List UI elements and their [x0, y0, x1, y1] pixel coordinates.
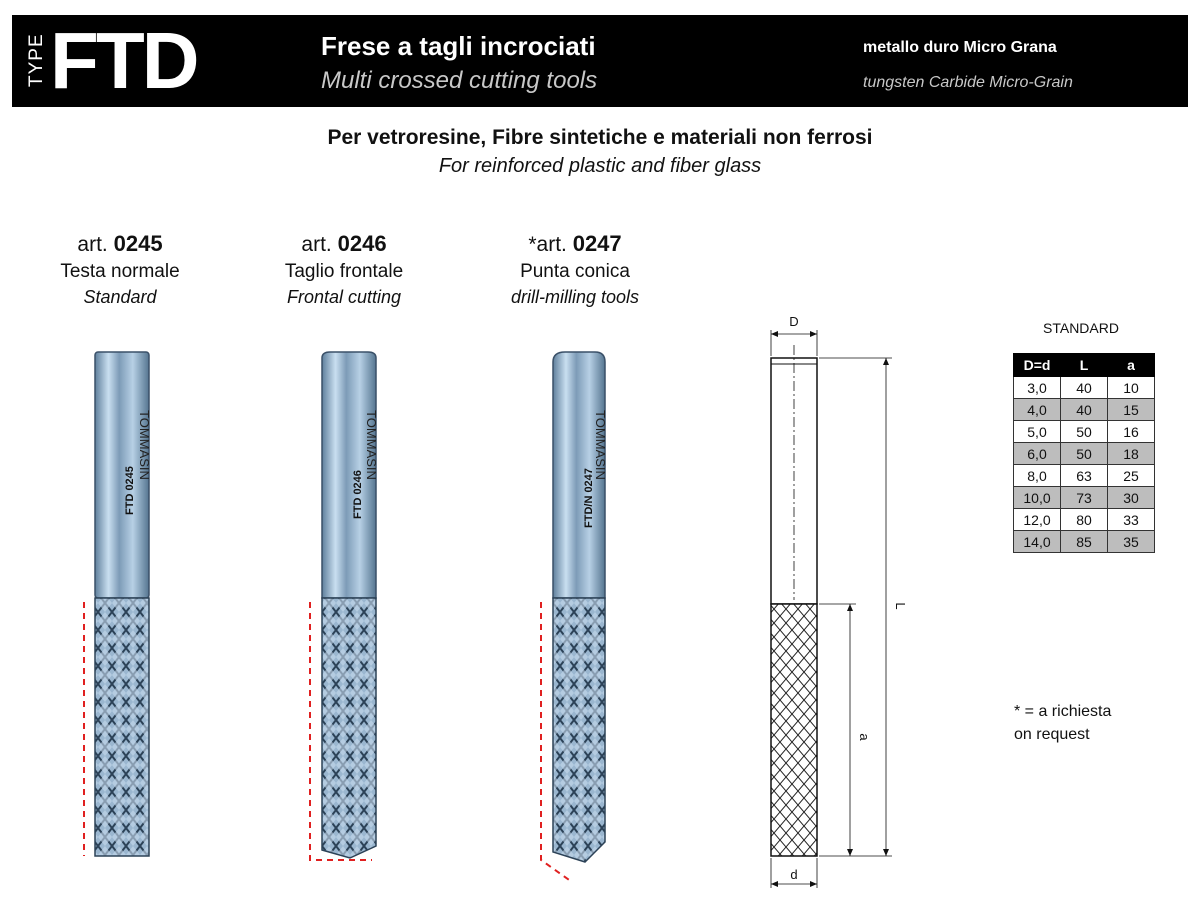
dim-L-label: L	[893, 602, 908, 609]
cell-length: 40	[1060, 376, 1108, 399]
cell-cutting-length: 10	[1107, 376, 1155, 399]
article-name-italian: Punta conica	[520, 261, 630, 282]
cell-diameter: 6,0	[1013, 442, 1061, 465]
header-band: TYPE FTD Frese a tagli incrociati Multi …	[12, 15, 1188, 107]
cell-length: 85	[1060, 530, 1108, 553]
material-english: tungsten Carbide Micro-Grain	[863, 74, 1073, 91]
cell-length: 50	[1060, 442, 1108, 465]
on-request-note: * = a richiesta on request	[1014, 700, 1111, 746]
dim-d-label: d	[790, 867, 797, 882]
table-header-row: D=d L a	[1013, 353, 1155, 377]
article-code: 0246	[337, 231, 387, 256]
drawing-cutting-part	[770, 603, 818, 857]
dim-a-label: a	[857, 733, 872, 741]
cell-diameter: 3,0	[1013, 376, 1061, 399]
cell-length: 80	[1060, 508, 1108, 531]
brand-logo: TOMMASIN	[137, 410, 152, 480]
cell-diameter: 10,0	[1013, 486, 1061, 509]
tool-cutting-part	[552, 597, 606, 863]
cell-diameter: 12,0	[1013, 508, 1061, 531]
tool-marking: FTD 0246	[352, 470, 364, 519]
article-name-english: Frontal cutting	[286, 287, 402, 307]
cell-cutting-length: 18	[1107, 442, 1155, 465]
tool-0245: FTD 0245 TOMMASIN	[83, 351, 152, 857]
cell-diameter: 8,0	[1013, 464, 1061, 487]
article-code: 0245	[113, 231, 163, 256]
title-italian: Frese a tagli incrociati	[321, 31, 596, 61]
brand-logo: TOMMASIN	[364, 410, 379, 480]
tool-cutting-part	[94, 597, 150, 857]
tool-marking: FTD/N 0247	[583, 468, 595, 528]
cutting-length-line	[309, 602, 372, 861]
article-prefix: *art.	[528, 233, 567, 256]
tool-cutting-part	[321, 597, 377, 859]
article-name-english: Standard	[83, 287, 157, 307]
cell-cutting-length: 15	[1107, 398, 1155, 421]
cell-cutting-length: 35	[1107, 530, 1155, 553]
note-italian: * = a richiesta	[1014, 703, 1112, 720]
tool-shank	[321, 351, 377, 599]
cell-diameter: 14,0	[1013, 530, 1061, 553]
cell-cutting-length: 30	[1107, 486, 1155, 509]
cell-length: 63	[1060, 464, 1108, 487]
article-name-italian: Taglio frontale	[284, 261, 404, 282]
cutting-length-line	[540, 602, 573, 883]
cell-cutting-length: 25	[1107, 464, 1155, 487]
article-prefix: art.	[301, 233, 332, 256]
article-number: art. 0246	[229, 231, 459, 257]
subtitle-english: For reinforced plastic and fiber glass	[438, 155, 762, 177]
cell-cutting-length: 16	[1107, 420, 1155, 443]
cell-cutting-length: 33	[1107, 508, 1155, 531]
header-length: L	[1060, 353, 1108, 377]
cell-length: 73	[1060, 486, 1108, 509]
tool-shank	[552, 351, 606, 599]
article-name-italian: Testa normale	[60, 261, 180, 282]
article-code: 0247	[572, 231, 622, 256]
technical-drawing	[770, 330, 892, 888]
cell-length: 40	[1060, 398, 1108, 421]
article-0247-heading: *art. 0247 Punta conica drill-milling to…	[460, 231, 690, 308]
material-italian: metallo duro Micro Grana	[863, 39, 1057, 56]
article-0246-heading: art. 0246 Taglio frontale Frontal cuttin…	[229, 231, 459, 308]
article-0245-heading: art. 0245 Testa normale Standard	[5, 231, 235, 308]
article-number: *art. 0247	[460, 231, 690, 257]
header-cutting-length: a	[1107, 353, 1155, 377]
table-caption: STANDARD	[1043, 320, 1119, 336]
tool-0246: FTD 0246 TOMMASIN	[309, 351, 379, 861]
note-english: on request	[1014, 726, 1090, 743]
article-prefix: art.	[77, 233, 108, 256]
header-diameter: D=d	[1013, 353, 1061, 377]
article-number: art. 0245	[5, 231, 235, 257]
dim-D-label: D	[789, 314, 798, 329]
cell-diameter: 5,0	[1013, 420, 1061, 443]
cell-diameter: 4,0	[1013, 398, 1061, 421]
title-english: Multi crossed cutting tools	[321, 67, 598, 94]
product-code: FTD	[50, 16, 200, 105]
tool-marking: FTD 0245	[124, 466, 136, 515]
tool-0247: FTD/N 0247 TOMMASIN	[540, 351, 608, 883]
subtitle-italian: Per vetroresine, Fibre sintetiche e mate…	[327, 126, 873, 149]
cell-length: 50	[1060, 420, 1108, 443]
brand-logo: TOMMASIN	[593, 410, 608, 480]
article-name-english: drill-milling tools	[510, 287, 640, 307]
